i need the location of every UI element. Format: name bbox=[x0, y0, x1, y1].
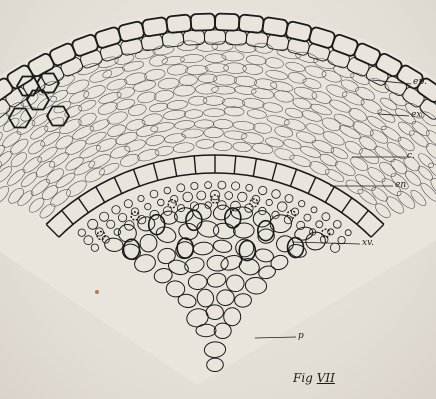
label-epidermis: ep. bbox=[413, 77, 427, 87]
figure-caption: Fig VII bbox=[293, 371, 335, 385]
label-pith: p bbox=[298, 331, 304, 341]
stain-spot bbox=[95, 290, 99, 294]
caption-prefix: Fig bbox=[293, 371, 313, 385]
label-exodermis: ex bbox=[411, 110, 421, 120]
label-endodermis: en bbox=[395, 180, 406, 190]
label-cortex: c. bbox=[407, 151, 415, 161]
label-xylem-vessel: xv. bbox=[362, 238, 374, 248]
caption-number: VII bbox=[317, 371, 335, 385]
